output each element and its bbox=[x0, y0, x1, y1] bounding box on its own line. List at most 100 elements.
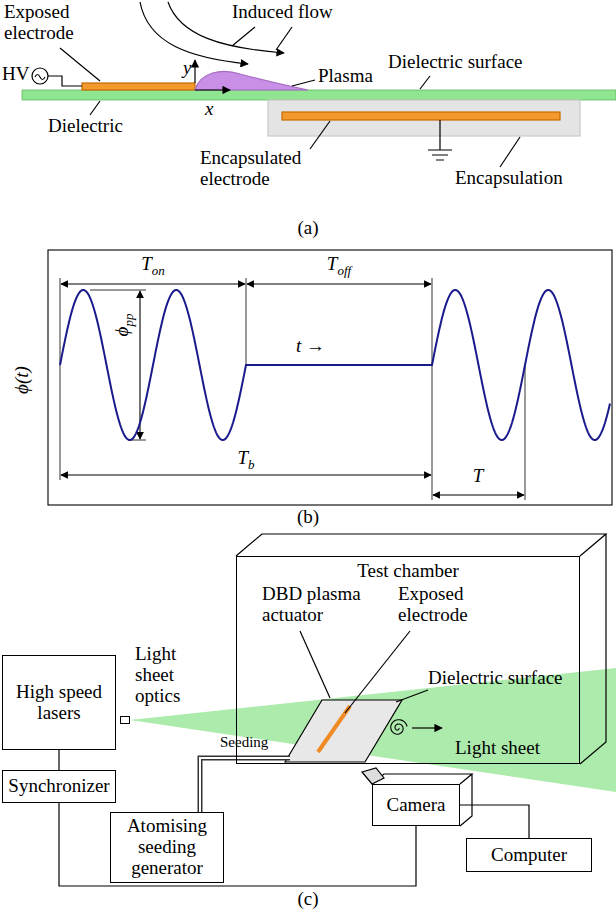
annotation: ϕ(t) bbox=[12, 366, 33, 394]
camera-lens bbox=[362, 768, 384, 784]
dimension-arrow bbox=[61, 283, 245, 284]
panel-b bbox=[48, 250, 612, 505]
y-axis bbox=[194, 60, 195, 83]
label-text: x bbox=[205, 98, 213, 119]
flow-arrow bbox=[140, 2, 248, 64]
annotation: (b) bbox=[297, 507, 319, 528]
seeding-generator-box: Atomising seeding generator bbox=[110, 812, 224, 883]
vortex-symbol bbox=[391, 720, 407, 734]
camera-box: Camera bbox=[372, 784, 460, 826]
subscript: off bbox=[337, 263, 351, 278]
optics-box: Light sheet optics bbox=[120, 716, 130, 724]
label-text: Dielectric surface bbox=[388, 51, 523, 72]
leader-line bbox=[500, 137, 520, 167]
encapsulation-block bbox=[268, 100, 580, 136]
annotation: Seeding bbox=[220, 734, 268, 751]
label-text: T bbox=[327, 253, 338, 274]
node-text: High speed lasers bbox=[7, 682, 111, 724]
annotation: x bbox=[205, 99, 213, 120]
label-text: t → bbox=[296, 335, 325, 356]
x-axis bbox=[195, 89, 230, 90]
label-text: Dielectric bbox=[48, 115, 123, 136]
panel-c bbox=[130, 534, 616, 826]
annotation: Dielectric bbox=[48, 116, 123, 137]
annotation: ϕpp bbox=[112, 314, 133, 337]
signal-wire bbox=[58, 750, 59, 770]
leader-line bbox=[420, 76, 430, 89]
annotation: T bbox=[473, 466, 484, 487]
label-text: ϕ bbox=[111, 327, 132, 337]
label-text: HV bbox=[2, 63, 29, 84]
dimension-arrow bbox=[247, 283, 431, 284]
label-text: (a) bbox=[297, 217, 318, 238]
label-text: Exposed electrode bbox=[4, 1, 74, 43]
node-text: Computer bbox=[491, 845, 567, 866]
light-sheet bbox=[130, 668, 616, 792]
annotation: Exposed electrode bbox=[398, 584, 490, 626]
chamber-edges bbox=[236, 534, 606, 764]
node-text: Camera bbox=[386, 795, 445, 816]
seeding-tube-core bbox=[199, 764, 201, 812]
annotation: Tb bbox=[237, 448, 254, 469]
node-text: Synchronizer bbox=[8, 776, 109, 797]
label-text: Light sheet bbox=[455, 737, 540, 758]
computer-box: Computer bbox=[466, 838, 592, 872]
node-text: Light sheet optics bbox=[135, 644, 197, 707]
plot-frame bbox=[48, 250, 612, 505]
label-text: Dielectric surface bbox=[428, 667, 563, 688]
signal-wire bbox=[460, 805, 529, 838]
dimension-arrow bbox=[139, 291, 140, 439]
leader-line bbox=[396, 690, 428, 702]
seeding-tube bbox=[198, 764, 203, 812]
guide-line bbox=[60, 278, 525, 500]
annotation: t → bbox=[296, 336, 325, 357]
leader-line bbox=[276, 27, 292, 50]
dimension-arrow bbox=[61, 474, 431, 475]
annotation: (c) bbox=[297, 889, 318, 910]
label-text: Induced flow bbox=[232, 1, 333, 22]
label-text: Plasma bbox=[318, 65, 373, 86]
signal-wire bbox=[59, 803, 416, 886]
leader-line bbox=[90, 101, 100, 115]
annotation: DBD plasma actuator bbox=[262, 584, 372, 626]
label-text: DBD plasma actuator bbox=[262, 583, 361, 625]
node-text: Test chamber bbox=[357, 561, 459, 582]
annotation: (a) bbox=[297, 218, 318, 239]
hv-tilde bbox=[35, 75, 45, 80]
label-text: Seeding bbox=[220, 734, 268, 750]
subscript: pp bbox=[121, 314, 136, 327]
ground-symbol bbox=[428, 120, 452, 160]
panel-a bbox=[22, 2, 616, 167]
annotation: Ton bbox=[141, 254, 165, 275]
synchronizer-box: Synchronizer bbox=[2, 770, 116, 803]
label-text: T bbox=[473, 465, 484, 486]
leader-line bbox=[300, 631, 330, 698]
label-text: (c) bbox=[297, 888, 318, 909]
annotation: Toff bbox=[327, 254, 351, 275]
leader-line bbox=[60, 48, 100, 81]
leader-line bbox=[292, 80, 315, 86]
annotation: HV bbox=[2, 64, 29, 85]
dielectric-layer bbox=[22, 90, 616, 100]
annotation: Encapsulation bbox=[455, 168, 563, 189]
annotation: y bbox=[183, 58, 191, 79]
annotation: Light sheet bbox=[455, 738, 540, 759]
node-text: Atomising seeding generator bbox=[113, 816, 221, 879]
exposed-electrode bbox=[82, 83, 195, 90]
laser-box: High speed lasers bbox=[2, 655, 116, 750]
annotation: Dielectric surface bbox=[388, 52, 523, 73]
label-text: y bbox=[183, 57, 191, 78]
label-text: T bbox=[141, 253, 152, 274]
plasma-region bbox=[195, 71, 308, 90]
annotation: Encapsulated electrode bbox=[200, 148, 325, 190]
annotation: Exposed electrode bbox=[4, 2, 90, 44]
subscript: b bbox=[248, 457, 255, 472]
subscript: on bbox=[152, 263, 165, 278]
label-text: T bbox=[237, 447, 248, 468]
camera-body bbox=[372, 774, 472, 826]
label-text: ϕ(t) bbox=[11, 366, 32, 394]
label-text: Exposed electrode bbox=[398, 583, 468, 625]
leader-line bbox=[232, 27, 255, 46]
